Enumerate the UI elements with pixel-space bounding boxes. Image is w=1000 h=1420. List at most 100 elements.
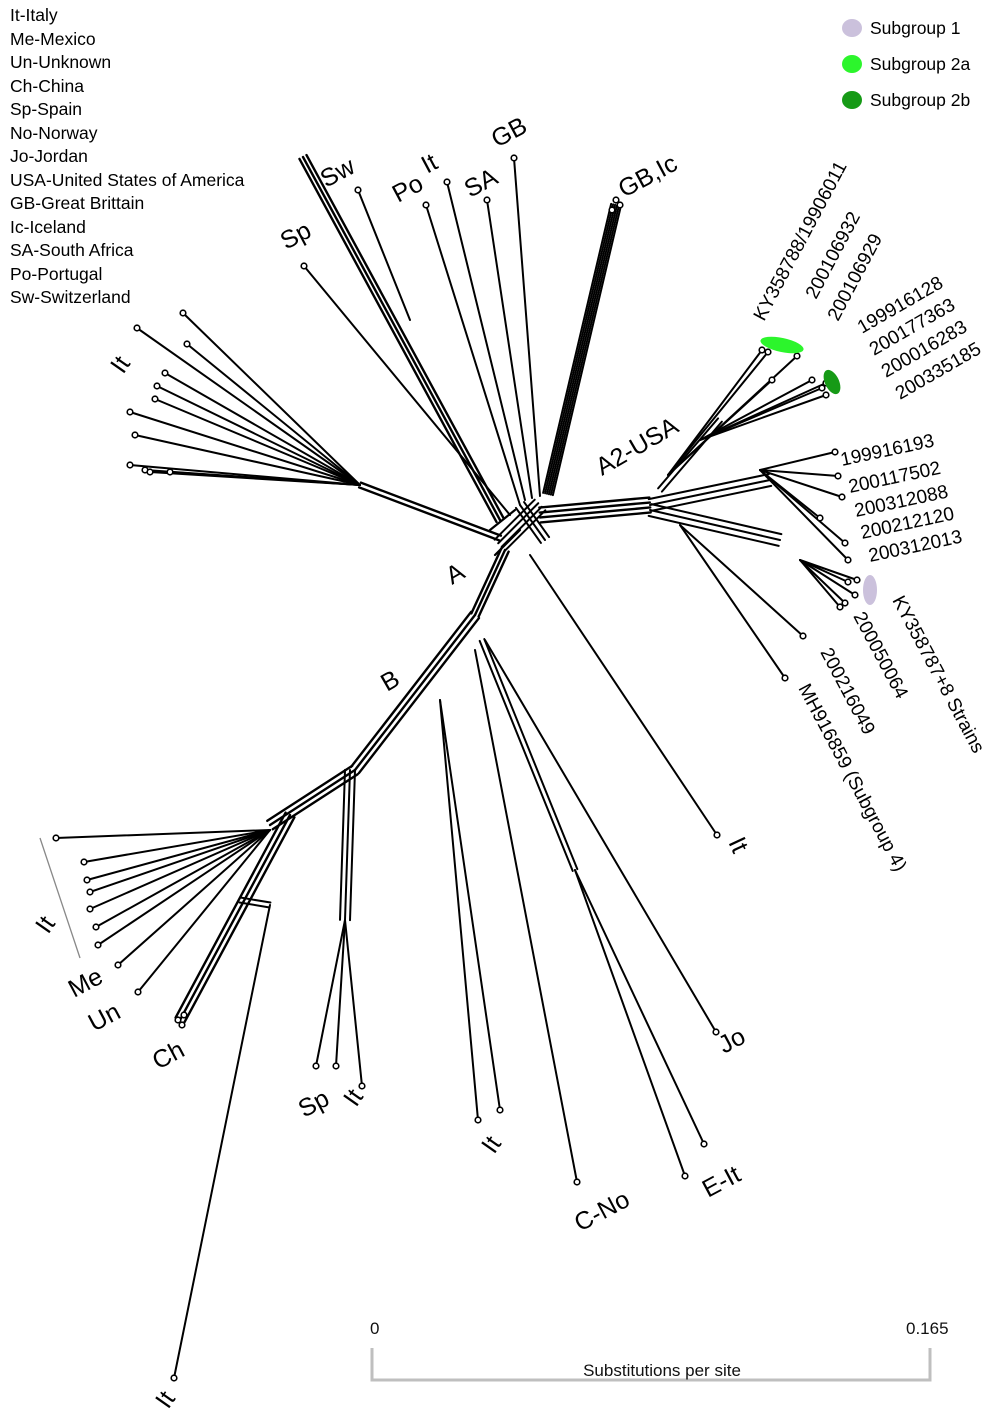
tip-node xyxy=(831,448,839,456)
tip-node xyxy=(126,461,134,469)
branch xyxy=(488,508,517,532)
tip-node xyxy=(126,408,134,416)
branch xyxy=(799,559,849,583)
branch xyxy=(357,189,411,321)
scale-bar-start: 0 xyxy=(370,1319,379,1338)
label-it-mid: It xyxy=(723,833,754,857)
branch xyxy=(667,351,769,476)
branch xyxy=(474,649,578,1183)
legend-label: Subgroup 2b xyxy=(870,89,971,110)
scale-bar-end: 0.165 xyxy=(906,1319,949,1338)
branch xyxy=(359,481,503,537)
tip-node xyxy=(768,376,776,384)
label-un: Un xyxy=(84,998,125,1038)
abbreviation-list: It-Italy Me-Mexico Un-Unknown Ch-China S… xyxy=(10,4,244,310)
abbreviation-item: GB-Great Brittain xyxy=(10,193,145,213)
branch xyxy=(759,469,843,498)
label-sp-top: Sp xyxy=(276,216,316,255)
branch xyxy=(547,204,618,496)
branch xyxy=(89,829,271,910)
branch xyxy=(137,829,271,993)
branch xyxy=(83,829,271,863)
branch xyxy=(699,382,827,441)
branch xyxy=(699,379,813,441)
legend-item-subgroup-2a: Subgroup 2a xyxy=(842,46,970,82)
label-it-cluster: It xyxy=(30,911,61,938)
tip-node xyxy=(844,556,852,564)
branch xyxy=(483,638,579,871)
tip-node xyxy=(131,431,139,439)
subgroup-1-highlight xyxy=(863,575,877,605)
branch xyxy=(357,616,481,775)
branch xyxy=(478,639,574,872)
abbreviation-item: It-Italy xyxy=(10,5,58,25)
branch xyxy=(86,829,271,881)
subgroup-2b-highlight xyxy=(823,369,841,395)
tip-node xyxy=(443,178,451,186)
label-e-it: E-It xyxy=(698,1160,746,1203)
branch xyxy=(799,559,846,604)
branch xyxy=(348,769,356,922)
tip-node xyxy=(841,599,849,607)
abbreviation-item: Me-Mexico xyxy=(10,28,96,49)
branch xyxy=(513,157,541,497)
tip-node xyxy=(841,539,849,547)
branch xyxy=(239,896,272,904)
tip-node xyxy=(83,876,91,884)
tip-node xyxy=(758,346,766,354)
branch xyxy=(136,327,361,486)
abbreviation-item: Ic-Iceland xyxy=(10,216,86,237)
branch xyxy=(154,398,361,486)
subgroup-2a-swatch xyxy=(842,55,862,73)
label-po: Po xyxy=(388,169,428,208)
tip-node xyxy=(86,888,94,896)
branch xyxy=(344,769,351,921)
branch xyxy=(298,157,498,524)
tip-node xyxy=(312,1062,320,1070)
abbreviation-item: Jo-Jordan xyxy=(10,146,88,166)
branch xyxy=(134,434,361,486)
branch-layer xyxy=(55,153,858,1379)
abbreviation-item: No-Norway xyxy=(10,122,98,143)
branch xyxy=(660,420,723,493)
tip-node xyxy=(483,196,491,204)
branch xyxy=(178,813,292,1022)
tip-node xyxy=(180,1011,188,1019)
clade-label-a2-usa: A2-USA xyxy=(591,412,683,482)
tip-node xyxy=(179,309,187,317)
tip-node xyxy=(94,941,102,949)
branch xyxy=(649,509,781,541)
label-sp-bottom: Sp xyxy=(294,1084,334,1123)
branch xyxy=(759,451,836,471)
tip-node xyxy=(681,1172,689,1180)
label-it-left: It xyxy=(105,351,136,378)
branch xyxy=(647,514,780,547)
tip-node xyxy=(114,961,122,969)
tip-node xyxy=(781,674,789,682)
branch xyxy=(95,829,271,928)
tip-node xyxy=(52,834,60,842)
branch xyxy=(538,501,651,514)
clade-label-b: B xyxy=(376,665,404,698)
branch xyxy=(335,919,346,1067)
tip-node xyxy=(836,603,844,611)
branch xyxy=(315,919,346,1067)
label-gb-ic: GB,Ic xyxy=(614,149,682,203)
tip-node xyxy=(510,154,518,162)
branch xyxy=(164,372,361,486)
branch xyxy=(439,699,479,1121)
branch xyxy=(546,203,617,495)
cluster-bracket xyxy=(39,837,81,959)
tip-node xyxy=(700,1140,708,1148)
tip-node xyxy=(799,632,807,640)
tip-node xyxy=(764,348,772,356)
branch xyxy=(305,153,505,520)
label-jo: Jo xyxy=(714,1022,750,1059)
branch xyxy=(574,869,705,1145)
tip-node xyxy=(712,1028,720,1036)
tip-node xyxy=(608,206,616,214)
tip-node xyxy=(816,514,824,522)
branch xyxy=(650,503,783,536)
branch xyxy=(551,205,622,497)
branch xyxy=(353,613,477,772)
